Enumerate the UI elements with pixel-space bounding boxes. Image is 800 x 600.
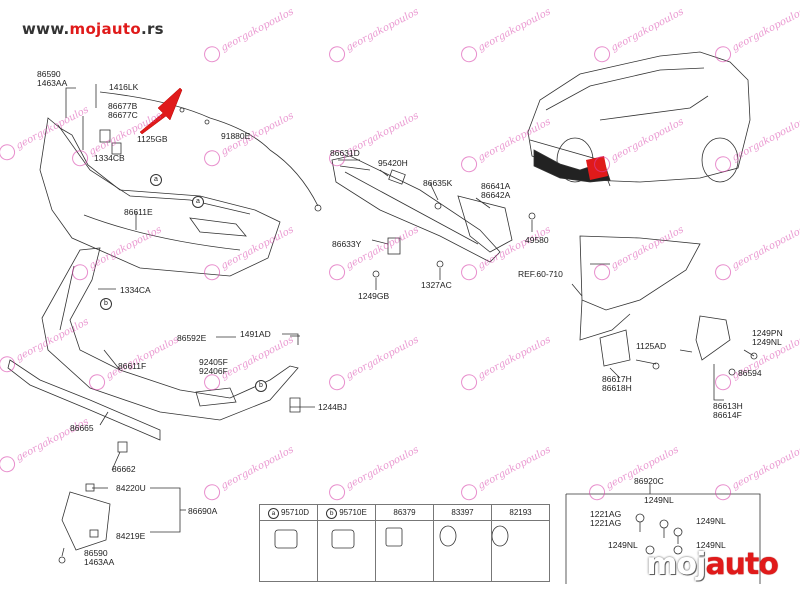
label-86611f: 86611F: [118, 361, 147, 371]
label-1244bj: 1244BJ: [318, 402, 347, 412]
label-1125ad: 1125AD: [636, 341, 667, 351]
label-1334cb: 1334CB: [94, 153, 125, 163]
label-86662: 86662: [112, 464, 136, 474]
site-url[interactable]: www.mojauto.rs: [22, 20, 164, 38]
label-95420h: 95420H: [378, 158, 408, 168]
label-86633y: 86633Y: [332, 239, 362, 249]
label-86920c: 86920C: [634, 476, 664, 486]
callout-a: a: [192, 196, 204, 208]
legend-code: 86379: [393, 508, 416, 517]
wiring-harness: [99, 91, 319, 207]
legend-tag: a: [267, 508, 279, 519]
label-1416lk: 1416LK: [109, 82, 139, 92]
label-84219e: 84219E: [116, 531, 146, 541]
label-86631d: 86631D: [330, 148, 360, 158]
label-86690a: 86690A: [188, 506, 218, 516]
mud-guard: [61, 491, 111, 551]
bumper-beam: [331, 155, 501, 263]
legend-tag: b: [326, 508, 338, 519]
legend-code: 83397: [451, 508, 474, 517]
label-1249nl: 1249NL: [696, 540, 726, 550]
legend-cell: 83397: [434, 505, 492, 581]
label-86611e: 86611E: [124, 207, 153, 217]
label-49580: 49580: [525, 235, 549, 245]
callout-b: b: [100, 298, 112, 310]
legend-code: 95710E: [339, 508, 367, 517]
legend-code: 95710D: [280, 508, 310, 517]
legend-cell: 86379: [376, 505, 434, 581]
label-ref-60-710: REF.60-710: [518, 269, 563, 279]
upper-bumper-cover: [39, 117, 281, 277]
label-1249nl: 1249NL: [696, 516, 726, 526]
lower-moulding-strip: [7, 359, 161, 441]
label-1491ad: 1491AD: [240, 329, 271, 339]
quarter-panel-ref: [579, 235, 701, 311]
label-1249nl: 1249NL: [644, 495, 674, 505]
label-1334ca: 1334CA: [120, 285, 151, 295]
side-bracket: [695, 315, 731, 361]
label-86665: 86665: [70, 423, 94, 433]
beam-bracket: [457, 195, 513, 253]
label-1125gb: 1125GB: [137, 134, 168, 144]
label-86635k: 86635K: [423, 178, 453, 188]
label-91880e: 91880E: [221, 131, 251, 141]
legend-code: 82193: [509, 508, 532, 517]
label-1327ac: 1327AC: [421, 280, 452, 290]
inner-bracket: [599, 329, 631, 367]
label-84220u: 84220U: [116, 483, 146, 493]
legend-cell: 82193: [492, 505, 549, 581]
callout-b: b: [255, 380, 267, 392]
lower-bumper-cover: [41, 247, 299, 421]
label-1249gb: 1249GB: [358, 291, 390, 301]
label-86592e: 86592E: [177, 333, 207, 343]
mojauto-logo: mojauto: [646, 547, 779, 582]
highlight-arrow: [139, 87, 183, 135]
label-86594: 86594: [738, 368, 762, 378]
callout-a: a: [150, 174, 162, 186]
label-1249nl: 1249NL: [608, 540, 638, 550]
